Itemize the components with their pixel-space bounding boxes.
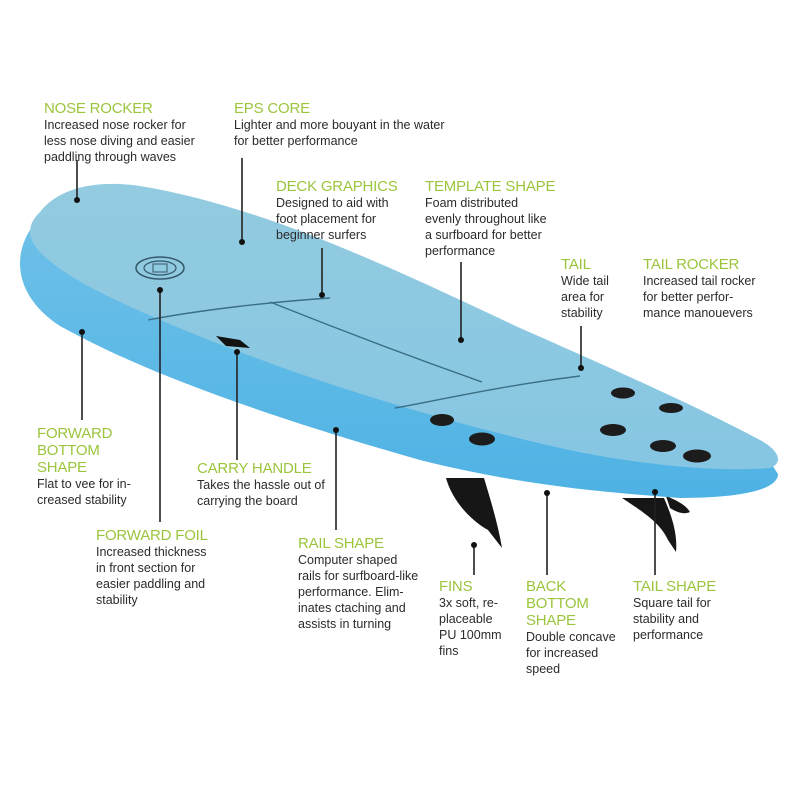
callout-heading: DECK GRAPHICS <box>276 178 398 195</box>
callout-heading: TAIL SHAPE <box>633 578 717 595</box>
leader-lines <box>76 158 656 575</box>
deck-graphics-lines <box>147 297 581 409</box>
callout-heading: TAIL <box>561 256 591 273</box>
callout-heading: FORWARD FOIL <box>96 527 208 544</box>
callout-heading: TEMPLATE SHAPE <box>425 178 556 195</box>
callout-heading: NOSE ROCKER <box>44 100 153 117</box>
board-rail <box>20 230 778 498</box>
fins <box>446 478 690 552</box>
carry-handle-graphic <box>216 336 250 348</box>
callout-heading: RAIL SHAPE <box>298 535 384 552</box>
callout-eps-core: EPS CORE Lighter and more bouyant in the… <box>234 100 445 149</box>
callout-heading: CARRY HANDLE <box>197 460 312 477</box>
leader-dots <box>74 197 658 548</box>
logo-emblem <box>135 256 185 280</box>
callout-heading: TAIL ROCKER <box>643 256 740 273</box>
callout-body: Flat to vee for in-creased stability <box>37 477 131 507</box>
callout-heading: FINS <box>439 578 473 595</box>
board-deck <box>30 183 779 470</box>
callout-heading: EPS CORE <box>234 100 310 117</box>
fin-plugs <box>430 387 711 463</box>
